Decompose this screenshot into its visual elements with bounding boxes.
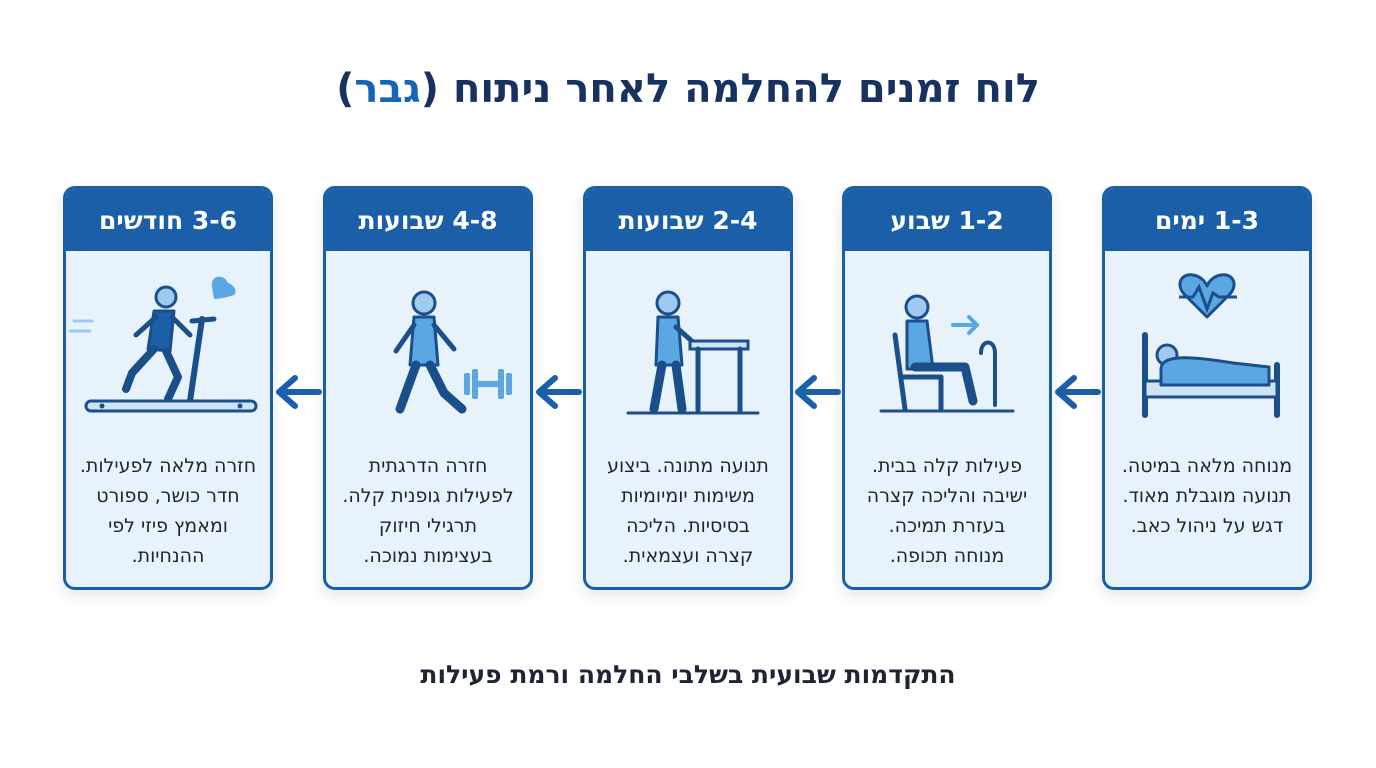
stage-card-5: 3-6 חודשים חזרה מלאה לפעילות. חדר כושר, … — [63, 186, 273, 590]
stage-header: 1-2 שבוע — [845, 189, 1049, 251]
title-main: לוח זמנים להחלמה לאחר ניתוח — [452, 66, 1040, 112]
stage-header: 1-3 ימים — [1105, 189, 1309, 251]
stage-header: 3-6 חודשים — [66, 189, 270, 251]
arrow-left-icon — [276, 375, 322, 409]
stage-card-4: 4-8 שבועות חזרה הדרגתית לפעילות גופנית ק… — [323, 186, 533, 590]
stage-card-1: 1-3 ימים מנוחה מלאה במיטה. תנועה מוגבלת … — [1102, 186, 1312, 590]
stage-description: חזרה מלאה לפעילות. חדר כושר, ספורט ומאמץ… — [79, 455, 257, 567]
arrow-left-icon — [1055, 375, 1101, 409]
hospital-bed-heart-icon — [1142, 273, 1280, 418]
title-paren-close: ) — [336, 66, 355, 112]
title-paren-open: ( — [420, 66, 440, 112]
stage-card-3: 2-4 שבועות תנועה מתונה. ביצוע משימות יומ… — [583, 186, 793, 590]
arrow-left-icon — [536, 375, 582, 409]
stage-description: פעילות קלה בבית. ישיבה והליכה קצרה בעזרת… — [866, 455, 1028, 567]
walking-man-dumbbell-icon — [393, 290, 512, 414]
running-treadmill-muscle-icon — [68, 276, 258, 413]
seated-man-cane-icon — [879, 294, 1015, 413]
title-accent: גבר — [354, 66, 421, 112]
arrow-left-icon — [795, 375, 841, 409]
stage-card-2: 1-2 שבוע פעילות קלה בבית. ישיבה והליכה ק… — [842, 186, 1052, 590]
bottom-caption: התקדמות שבועית בשלבי החלמה ורמת פעילות — [420, 660, 956, 689]
standing-man-table-icon — [626, 290, 760, 415]
stage-header: 2-4 שבועות — [586, 189, 790, 251]
stage-header: 4-8 שבועות — [326, 189, 530, 251]
stage-description: מנוחה מלאה במיטה. תנועה מוגבלת מאוד. דגש… — [1121, 455, 1293, 537]
page-title: לוח זמנים להחלמה לאחר ניתוח (גבר) — [0, 62, 1376, 116]
stage-description: תנועה מתונה. ביצוע משימות יומיומיות בסיס… — [607, 455, 769, 567]
stage-description: חזרה הדרגתית לפעילות גופנית קלה. תרגילי … — [342, 455, 514, 567]
